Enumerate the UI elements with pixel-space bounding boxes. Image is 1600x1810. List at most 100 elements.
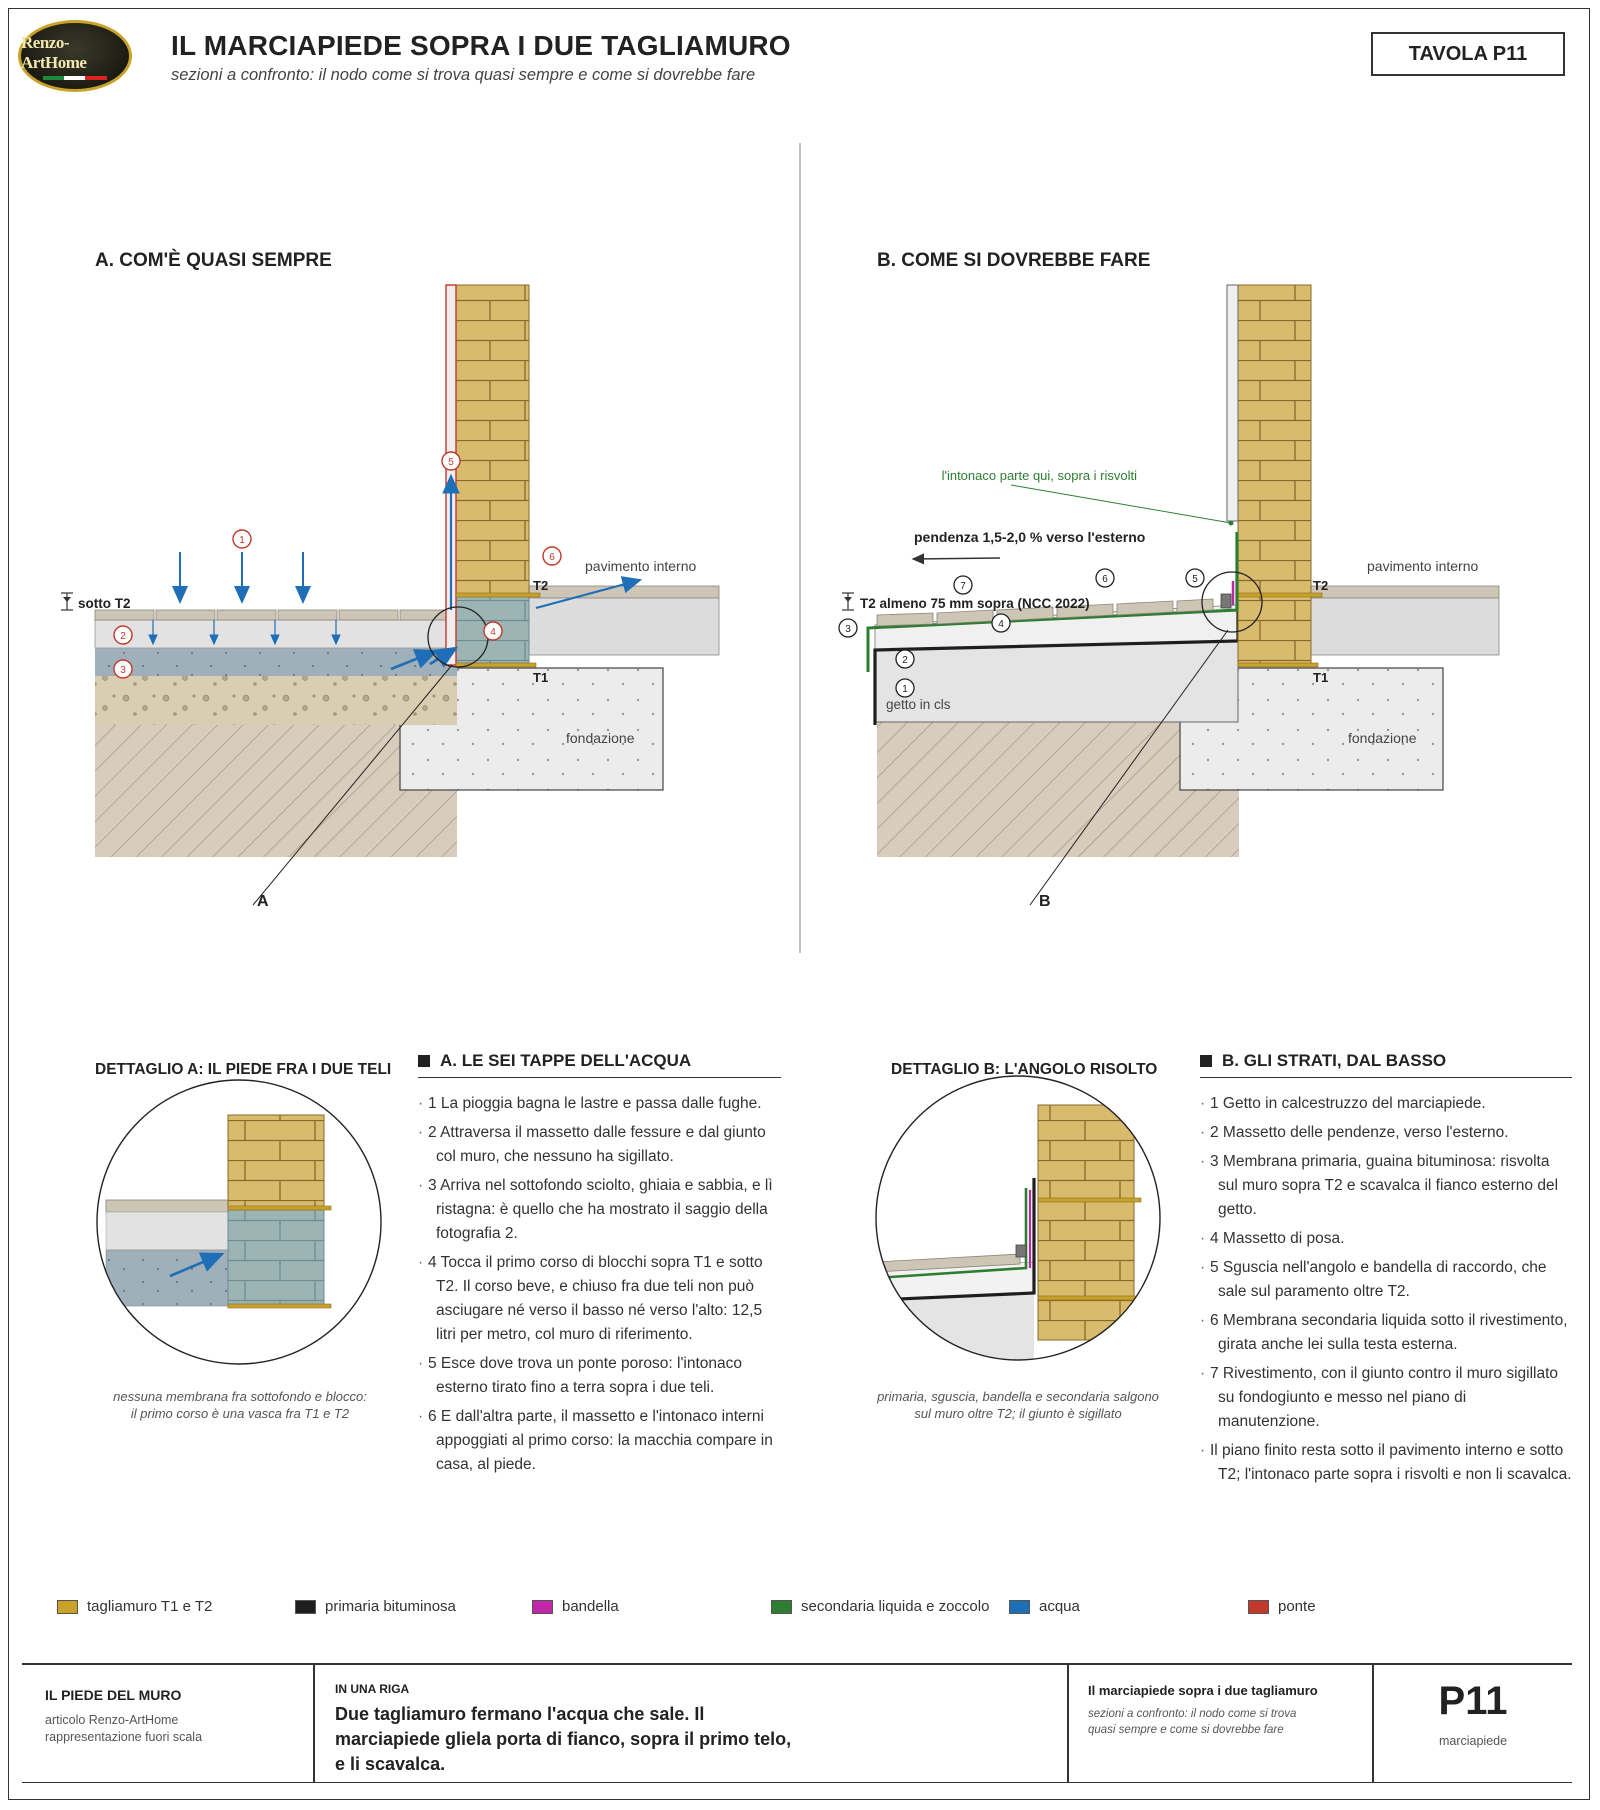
footer-sheet-category: marciapiede (1438, 1734, 1508, 1748)
markers-a: 1 2 3 4 5 6 (113, 451, 562, 679)
page-frame (8, 8, 1590, 1800)
layers-heading-text: B. GLI STRATI, DAL BASSO (1222, 1051, 1447, 1070)
svg-text:4: 4 (490, 627, 496, 638)
tavola-badge: TAVOLA P11 (1371, 32, 1565, 76)
marker-a-1: 1 (232, 529, 252, 549)
label-intonaco-b: l'intonaco parte qui, sopra i risvolti (942, 468, 1138, 483)
footer-sheet-title: Il marciapiede sopra i due tagliamuro (1088, 1683, 1318, 1698)
legend-item-ponte: ponte (1248, 1598, 1316, 1615)
legend-swatch (771, 1599, 792, 1614)
detail-b-caption: primaria, sguscia, bandella e secondaria… (848, 1388, 1188, 1422)
legend-swatch (1009, 1599, 1030, 1614)
footer-sheet-subtitle: sezioni a confronto: il nodo come si tro… (1088, 1708, 1297, 1736)
marker-b-2: 2 (895, 649, 915, 669)
svg-text:7: 7 (960, 581, 966, 592)
section-a-title: A. COM'È QUASI SEMPRE (95, 250, 332, 271)
legend-label: secondaria liquida e zoccolo (801, 1598, 990, 1615)
slope-arrow-b (911, 553, 1001, 565)
page-title: IL MARCIAPIEDE SOPRA I DUE TAGLIAMURO (171, 30, 791, 61)
svg-text:6: 6 (549, 552, 555, 563)
gravel-subbase-a (95, 675, 457, 725)
svg-text:5: 5 (1192, 574, 1198, 585)
external-plaster-b (1226, 284, 1239, 522)
footer-one-line-label: IN UNA RIGA (335, 1682, 410, 1696)
marker-a-6: 6 (542, 546, 562, 566)
detail-ref-b: B (1039, 893, 1051, 910)
footer-one-line-text: Due tagliamuro fermano l'acqua che sale.… (335, 1704, 792, 1774)
svg-text:1: 1 (902, 684, 908, 695)
detail-a-title: DETTAGLIO A: IL PIEDE FRA I DUE TELI (95, 1061, 392, 1078)
sguscia-b (1220, 593, 1232, 609)
label-t2-altezza-b: T2 almeno 75 mm sopra (NCC 2022) (860, 596, 1090, 611)
label-fondazione-b: fondazione (1348, 730, 1417, 746)
layer-item-2: 2 Massetto delle pendenze, verso l'ester… (1200, 1121, 1572, 1145)
markers-b: 1 2 3 4 5 6 7 (838, 568, 1205, 698)
legend-item-tagliamuro: tagliamuro T1 e T2 (57, 1598, 212, 1615)
svg-text:2: 2 (902, 655, 908, 666)
layer-item-3: 3 Membrana primaria, guaina bituminosa: … (1200, 1150, 1572, 1222)
section-b-title: B. COME SI DOVREBBE FARE (877, 250, 1151, 271)
interior-floor-a (526, 585, 720, 599)
legend-item-acqua: acqua (1009, 1598, 1080, 1615)
svg-text:3: 3 (120, 665, 126, 676)
svg-text:6: 6 (1102, 574, 1108, 585)
footer-divider (1372, 1665, 1374, 1782)
marker-a-4: 4 (483, 621, 503, 641)
water-step-4: 4 Tocca il primo corso di blocchi sopra … (418, 1251, 781, 1347)
footer-article-title: IL PIEDE DEL MURO (45, 1687, 182, 1703)
footer-article-line1: articolo Renzo-ArtHome (45, 1713, 179, 1727)
layer-item-4: 4 Massetto di posa. (1200, 1227, 1572, 1251)
legend-swatch (532, 1599, 553, 1614)
detail-a-caption-line-1: nessuna membrana fra sottofondo e blocco… (113, 1389, 367, 1404)
title-block-col-1: IL PIEDE DEL MURO articolo Renzo-ArtHome… (45, 1687, 305, 1804)
svg-text:3: 3 (845, 624, 851, 635)
detail-b-leader (1029, 629, 1229, 906)
legend-item-bandella: bandella (532, 1598, 619, 1615)
t1-barrier-b (1237, 662, 1319, 668)
legend-swatch (57, 1599, 78, 1614)
water-steps-list: A. LE SEI TAPPE DELL'ACQUA 1 La pioggia … (418, 1051, 781, 1482)
svg-text:1: 1 (239, 535, 245, 546)
layer-item-5: 5 Sguscia nell'angolo e bandella di racc… (1200, 1256, 1572, 1304)
square-bullet-icon (418, 1055, 430, 1067)
label-getto-b: getto in cls (886, 697, 951, 712)
detail-b-drawing (875, 1075, 1161, 1361)
water-step-6: 6 E dall'altra parte, il massetto e l'in… (418, 1405, 781, 1477)
italian-flag-icon (43, 75, 107, 80)
water-step-2: 2 Attraversa il massetto dalle fessure e… (418, 1121, 781, 1169)
screed-a (95, 648, 457, 676)
marker-b-1: 1 (895, 678, 915, 698)
marker-a-5: 5 (441, 451, 461, 471)
svg-text:2: 2 (120, 631, 126, 642)
legend-swatch (1248, 1599, 1269, 1614)
label-t2-a: T2 (533, 578, 548, 593)
label-sotto-t2: sotto T2 (78, 596, 131, 611)
logo-text: Renzo-ArtHome (21, 32, 87, 72)
detail-a-caption-line-2: il primo corso è una vasca fra T1 e T2 (130, 1406, 350, 1421)
water-steps-heading-text: A. LE SEI TAPPE DELL'ACQUA (440, 1051, 692, 1070)
detail-a-leader (252, 664, 453, 906)
marker-b-7: 7 (953, 575, 973, 595)
brick-wall-a (455, 284, 530, 596)
water-step-5: 5 Esce dove trova un ponte poroso: l'int… (418, 1352, 781, 1400)
page-subtitle: sezioni a confronto: il nodo come si tro… (171, 66, 756, 84)
label-pendenza-b: pendenza 1,5-2,0 % verso l'esterno (914, 529, 1145, 545)
label-pavimento-a: pavimento interno (585, 558, 697, 574)
svg-text:4: 4 (998, 619, 1004, 630)
marker-b-5: 5 (1185, 568, 1205, 588)
title-block: IL PIEDE DEL MURO articolo Renzo-ArtHome… (22, 1663, 1572, 1783)
detail-b-caption-line-2: sul muro oltre T2; il giunto è sigillato (914, 1406, 1122, 1421)
marker-b-4: 4 (991, 613, 1011, 633)
legend-label: ponte (1278, 1598, 1316, 1615)
detail-b-title: DETTAGLIO B: L'ANGOLO RISOLTO (891, 1061, 1158, 1078)
section-b-drawing (842, 284, 1500, 906)
footer-divider (313, 1665, 315, 1782)
legend-item-primaria: primaria bituminosa (295, 1598, 456, 1615)
water-arrows-a (148, 473, 643, 671)
footer-article-line2: rappresentazione fuori scala (45, 1730, 203, 1744)
label-t1-b: T1 (1313, 670, 1328, 685)
secondary-membrane-b (866, 608, 1239, 672)
footer-sheet-code: P11 (1438, 1679, 1508, 1723)
legend-label: primaria bituminosa (325, 1598, 456, 1615)
